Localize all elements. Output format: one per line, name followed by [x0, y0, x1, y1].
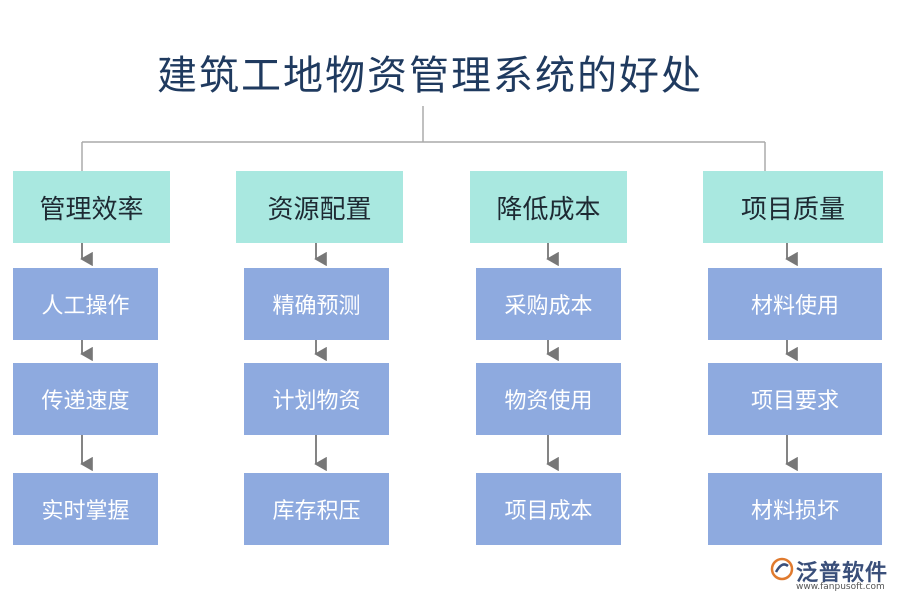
column-head-efficiency: 管理效率	[13, 171, 170, 243]
column-head-resource: 资源配置	[236, 171, 403, 243]
item-material-use: 物资使用	[476, 363, 621, 435]
item-purchase-cost: 采购成本	[476, 268, 621, 340]
item-manual-operation: 人工操作	[13, 268, 158, 340]
logo-url-text: www.fanpusoft.com	[796, 582, 885, 592]
item-precise-forecast: 精确预测	[244, 268, 389, 340]
item-material-usage: 材料使用	[708, 268, 882, 340]
item-inventory-backlog: 库存积压	[244, 473, 389, 545]
column-head-cost: 降低成本	[470, 171, 627, 243]
diagram-title: 建筑工地物资管理系统的好处	[157, 53, 703, 99]
item-real-time: 实时掌握	[13, 473, 158, 545]
item-material-damage: 材料损坏	[708, 473, 882, 545]
item-project-requirement: 项目要求	[708, 363, 882, 435]
logo-icon	[770, 557, 794, 581]
item-transfer-speed: 传递速度	[13, 363, 158, 435]
logo-brand-text: 泛普软件	[796, 561, 889, 586]
brand-logo: 泛普软件 www.fanpusoft.com	[770, 555, 895, 597]
item-plan-material: 计划物资	[244, 363, 389, 435]
column-head-quality: 项目质量	[703, 171, 883, 243]
item-project-cost: 项目成本	[476, 473, 621, 545]
